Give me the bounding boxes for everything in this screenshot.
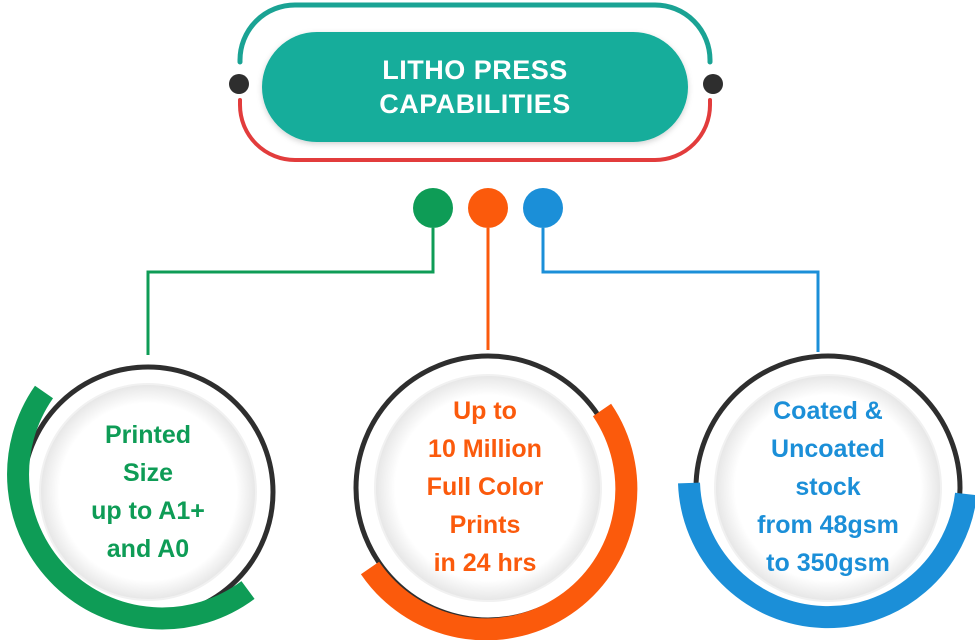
title-pill (262, 32, 688, 142)
ring-arc (7, 385, 255, 630)
ring-arc (678, 482, 975, 629)
capability-line: in 24 hrs (433, 549, 537, 577)
connector-line-green (146, 228, 435, 355)
title-line: CAPABILITIES (379, 89, 571, 119)
ring-arc (360, 403, 638, 640)
header-left-dot (229, 74, 249, 94)
capability-line: stock (795, 473, 861, 501)
title-line: LITHO PRESS (382, 55, 568, 85)
capability-circle-green (7, 364, 276, 630)
capability-line: Coated & (773, 397, 883, 425)
connector-line-blue (541, 228, 820, 352)
capability-line: Uncoated (771, 435, 885, 463)
capability-text-orange: Up to 10 Million Full Color Prints in 24… (370, 372, 600, 602)
connector-dot-orange (468, 188, 508, 228)
capability-circle-orange (353, 353, 638, 640)
capability-line: Size (122, 459, 174, 487)
capability-circle-blue (678, 353, 975, 629)
capability-line: Up to (453, 397, 517, 425)
capability-text-blue: Coated & Uncoated stock from 48gsm to 35… (713, 372, 943, 602)
capability-line: and A0 (106, 535, 190, 563)
capability-line: up to A1+ (91, 497, 205, 525)
capability-line: to 350gsm (766, 549, 890, 577)
ring-inner (714, 374, 942, 602)
capability-line: from 48gsm (757, 511, 899, 539)
capability-line: Full Color (426, 473, 544, 501)
capability-line: Prints (449, 511, 521, 539)
capability-line: Printed (104, 421, 192, 449)
capability-text-green: Printed Size up to A1+ and A0 (33, 377, 263, 607)
ring-inner (39, 383, 257, 601)
connector-dot-green (413, 188, 453, 228)
capability-line: 10 Million (428, 435, 542, 463)
connector-dot-blue (523, 188, 563, 228)
header-top-arc (237, 2, 713, 65)
title-text: LITHO PRESS CAPABILITIES (262, 32, 688, 142)
header-bottom-arc (238, 98, 712, 162)
header-right-dot (703, 74, 723, 94)
ring-inner (374, 374, 602, 602)
